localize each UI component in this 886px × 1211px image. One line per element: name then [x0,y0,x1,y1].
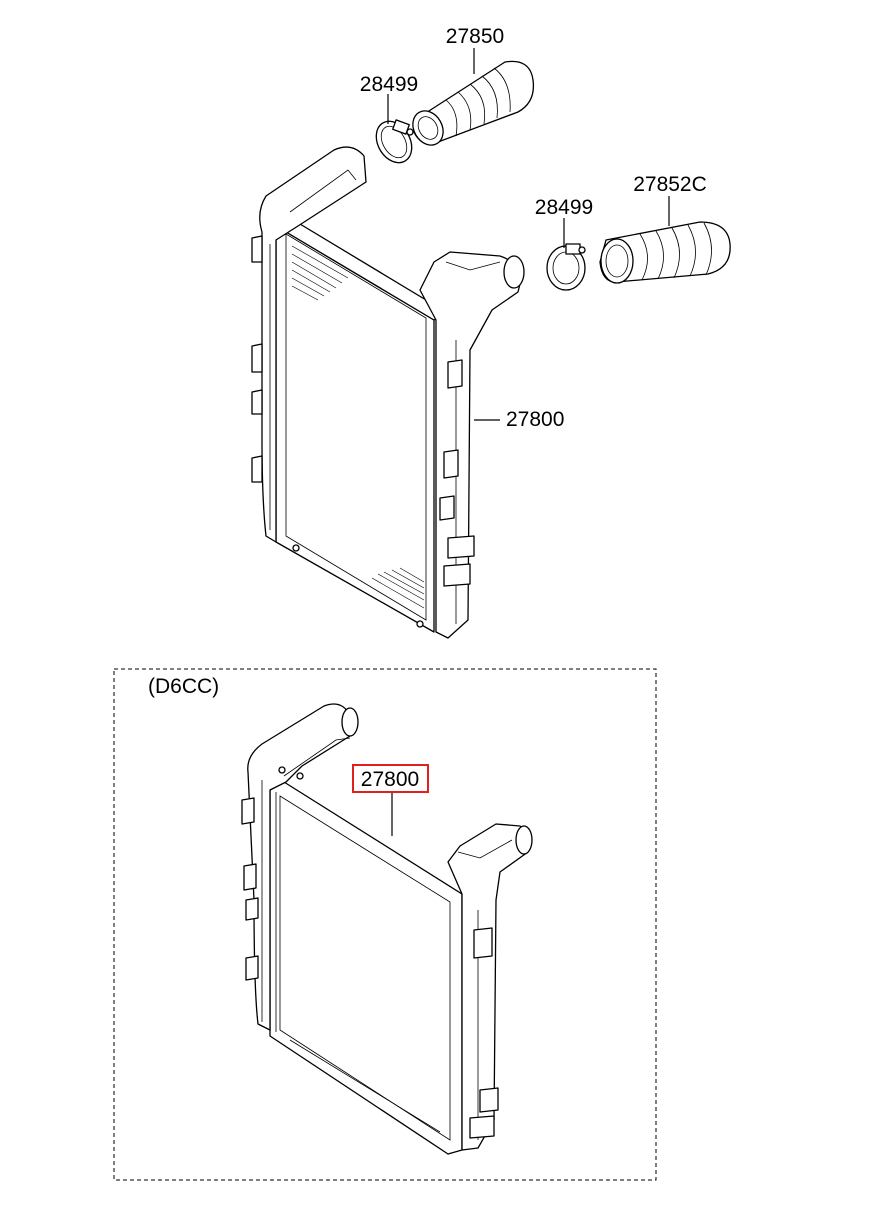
label-27800: 27800 [506,408,564,431]
intercooler-27800[interactable] [251,146,525,639]
variant-label: (D6CC) [148,675,219,698]
clamp-28499-right[interactable] [546,243,586,291]
upper-assembly: 27850 28499 27852C 28499 27800 [251,25,731,639]
hose-27850[interactable] [407,60,535,150]
label-27852C: 27852C [633,173,707,196]
fin-hatching-bottom [371,567,425,609]
intercooler-27800-d6cc[interactable] [241,703,533,1155]
fin-hatching-top [291,245,349,301]
clamp-28499-upper[interactable] [369,115,419,169]
label-27800-d6cc[interactable]: 27800 [361,768,419,791]
label-28499-upper: 28499 [360,73,418,96]
label-27850: 27850 [446,25,504,48]
hose-27852C[interactable] [599,221,731,284]
label-28499-right: 28499 [535,196,593,219]
highlight-box [352,764,429,793]
variant-d6cc: (D6CC) [113,668,657,1181]
variant-box [113,668,657,1181]
